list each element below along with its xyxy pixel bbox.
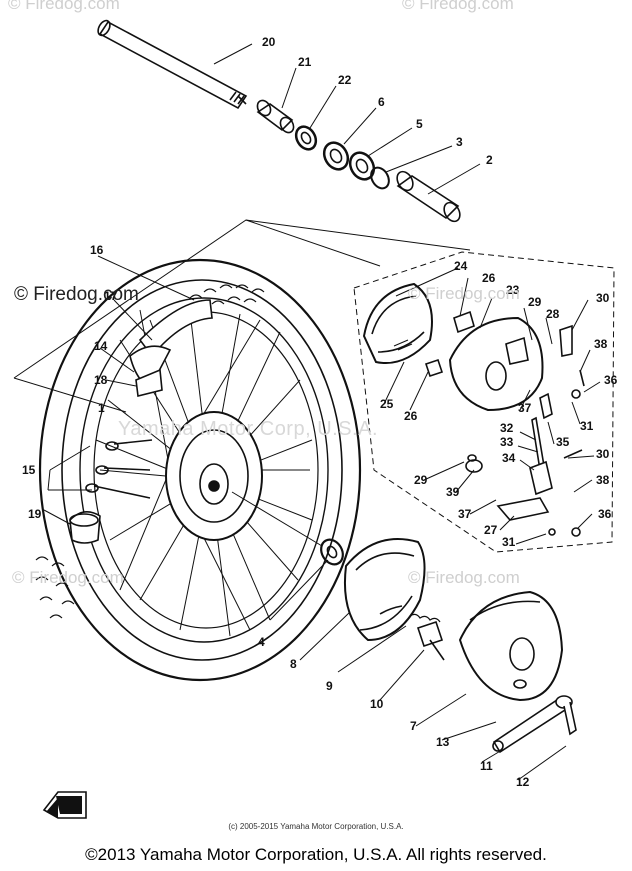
callout-label: 37: [458, 507, 472, 521]
collar-part: [256, 99, 295, 134]
watermark-lower-left: © Firedog.com: [12, 568, 124, 587]
callout-label: 4: [258, 635, 265, 649]
callout-label: 38: [594, 337, 608, 351]
callout-label: 13: [436, 735, 450, 749]
brake-arm-part: [492, 695, 577, 754]
callout-label: 5: [416, 117, 423, 131]
callout-label: 30: [596, 291, 610, 305]
callout-label: 23: [506, 283, 520, 297]
callout-label: 19: [28, 507, 42, 521]
callout-label: 36: [598, 507, 612, 521]
callout-label: 12: [516, 775, 530, 789]
callout-label: 31: [580, 419, 594, 433]
callout-label: 36: [604, 373, 618, 387]
callout-label: 1: [98, 401, 105, 415]
callout-label: 33: [500, 435, 514, 449]
watermark-lower-right: © Firedog.com: [408, 568, 520, 587]
oil-seal-part: [294, 125, 318, 151]
callout-label: 16: [90, 243, 104, 257]
callout-label: 39: [446, 485, 460, 499]
callout-label: 8: [290, 657, 297, 671]
axle-part: [97, 19, 248, 110]
callout-label: 21: [298, 55, 312, 69]
callout-label: 30: [596, 447, 610, 461]
callout-label: 32: [500, 421, 514, 435]
brake-panel-part: [458, 590, 564, 702]
callout-label: 29: [528, 295, 542, 309]
callout-label: 31: [502, 535, 516, 549]
copyright-main-text: ©2013 Yamaha Motor Corporation, U.S.A. A…: [85, 845, 547, 864]
callout-label: 24: [454, 259, 468, 273]
callout-label: 7: [410, 719, 417, 733]
forward-arrow-icon: [42, 791, 87, 819]
wheel-assembly: [35, 258, 362, 682]
callout-label: 27: [484, 523, 498, 537]
callout-label: 11: [480, 759, 493, 773]
callout-label: 10: [370, 697, 384, 711]
camshaft-part: [409, 613, 445, 661]
watermark-registered: Yamaha Motor Corp, U.S.A.: [118, 418, 378, 440]
rim-band-part: [129, 299, 213, 397]
callout-label: 26: [482, 271, 496, 285]
callout-label: 34: [502, 451, 516, 465]
callout-label: 9: [326, 679, 333, 693]
callout-label: 22: [338, 73, 352, 87]
callout-label: 20: [262, 35, 276, 49]
hub-bearing-part: [231, 491, 344, 566]
callout-label: 38: [596, 473, 610, 487]
watermark-top-left: © Firedog.com: [8, 0, 120, 13]
watermark-top-right: © Firedog.com: [402, 0, 514, 13]
callout-label: 14: [94, 339, 108, 353]
callout-label: 18: [94, 373, 108, 387]
callout-label: 28: [546, 307, 560, 321]
callout-label: 2: [486, 153, 493, 167]
callout-label: 17: [104, 289, 118, 303]
callout-label: 26: [404, 409, 418, 423]
watermark-middle-right: © Firedog.com: [408, 284, 520, 303]
callout-label: 25: [380, 397, 394, 411]
bearing-6-part: [322, 141, 350, 171]
callout-label: 37: [518, 401, 532, 415]
callout-label: 15: [22, 463, 36, 477]
callout-label: 35: [556, 435, 570, 449]
upper-brake-shoe-part: [362, 282, 433, 364]
copyright-small-text: (c) 2005-2015 Yamaha Motor Corporation, …: [228, 822, 404, 831]
callout-label: 29: [414, 473, 428, 487]
callout-label: 6: [378, 95, 385, 109]
bearing-5-part: [348, 151, 376, 181]
rim-lock-part: [69, 511, 101, 544]
upper-brake-panel-part: [448, 316, 544, 412]
brake-shoe-set-part: [343, 538, 426, 642]
spacer-flange-part: [370, 166, 390, 190]
adjuster-parts: [424, 310, 585, 537]
watermark-middle-left: © Firedog.com: [14, 284, 139, 305]
nipple-parts: [85, 439, 153, 499]
callout-label: 3: [456, 135, 463, 149]
spacer-tube-part: [396, 170, 461, 223]
